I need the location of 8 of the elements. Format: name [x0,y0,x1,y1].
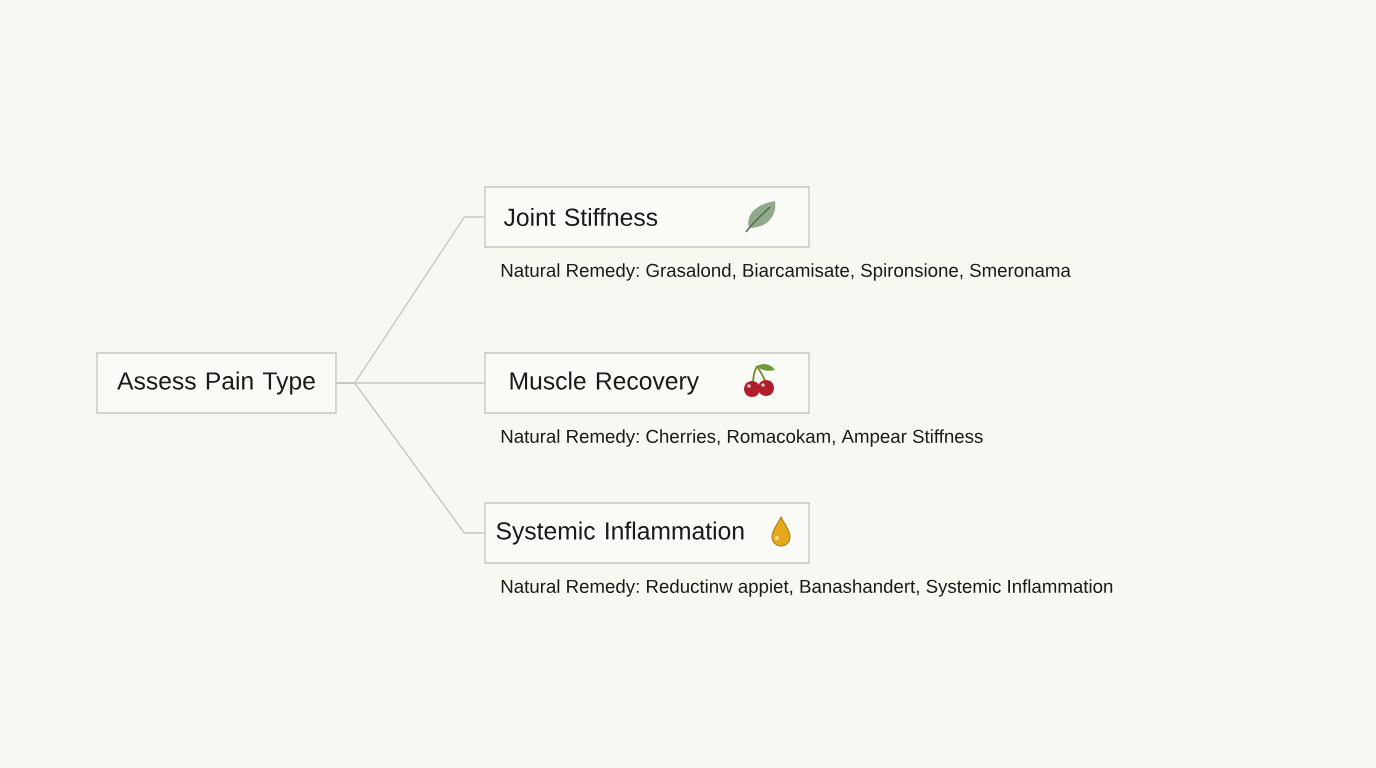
category-box: Muscle Recovery [484,352,810,414]
remedy-text: Natural Remedy: Reductinw appiet, Banashandert, Systemic Inflammation [501,579,1113,597]
remedy-text: Natural Remedy: Grasalond, Biarcamisate, Spironsione, Smeronama [501,263,1071,281]
remedy-text: Natural Remedy: Cherries, Romacokam, Ampear Stiffness [501,429,983,447]
start-box: Assess Pain Type [96,352,337,414]
category-box: Joint Stiffness [484,186,810,248]
connector-line [336,382,485,534]
category-box: Systemic Inflammation [484,502,810,564]
